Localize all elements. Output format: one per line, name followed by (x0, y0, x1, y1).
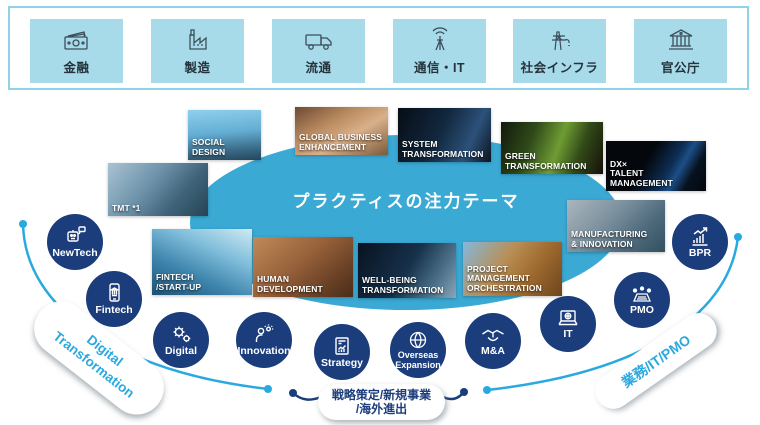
meeting-icon (629, 284, 655, 304)
antenna-icon (423, 26, 457, 55)
circle-label: NewTech (52, 246, 98, 259)
tile-social-design: SOCIAL DESIGN (188, 110, 261, 160)
tile-human-development: HUMAN DEVELOPMENT (253, 237, 353, 297)
tile-label: GREEN TRANSFORMATION (505, 151, 587, 171)
factory-icon (181, 27, 215, 55)
tile-label: GLOBAL BUSINESS ENHANCEMENT (299, 132, 383, 152)
left-arc-end-dot (264, 385, 272, 393)
tile-manufacturing-innovation: MANUFACTURING & INNOVATION (567, 200, 665, 252)
robot-icon (63, 225, 87, 247)
circle-pmo: PMO (614, 272, 670, 328)
industry-label: 金融 (63, 60, 90, 75)
tile-label: DX× TALENT MANAGEMENT (610, 158, 673, 188)
tile-tmt: TMT *1 (108, 163, 208, 216)
tile-label: WELL-BEING TRANSFORMATION (362, 275, 444, 295)
industry-bar: 金融 製造 流通 (8, 6, 749, 90)
tile-dx-talent-management: DX× TALENT MANAGEMENT (606, 141, 706, 191)
tile-label: MANUFACTURING & INNOVATION (571, 229, 648, 249)
strategy-new-business-pill: 戦略策定/新規事業 /海外進出 (318, 384, 445, 420)
industry-label: 通信・IT (413, 60, 466, 75)
right-arc-end-dot (734, 233, 742, 241)
circle-bpr: BPR (672, 214, 728, 270)
infrastructure-icon (543, 27, 577, 55)
tile-label: PROJECT MANAGEMENT ORCHESTRATION (467, 263, 542, 293)
industry-tile-social-infrastructure: 社会インフラ (513, 19, 606, 83)
tile-fintech-startup: FINTECH /START-UP (152, 229, 252, 295)
circle-label: PMO (630, 303, 654, 316)
circle-digital: Digital (153, 312, 209, 368)
tile-project-management-orchestration: PROJECT MANAGEMENT ORCHESTRATION (463, 242, 562, 296)
circle-label: Innovation (237, 344, 291, 357)
industry-label: 製造 (184, 60, 211, 75)
right-arc-start-dot (483, 386, 491, 394)
left-connector-dot (289, 389, 297, 397)
industry-label: 官公庁 (660, 60, 700, 75)
right-connector (442, 391, 465, 401)
circle-fintech: Fintech (86, 271, 142, 327)
circle-newtech: NewTech (47, 214, 103, 270)
tile-well-being-transformation: WELL-BEING TRANSFORMATION (358, 243, 456, 298)
industry-tile-distribution: 流通 (272, 19, 365, 83)
idea-person-icon (252, 323, 276, 345)
circle-label: M&A (481, 344, 505, 357)
industry-tile-telecom-it: 通信・IT (393, 19, 486, 83)
government-icon (664, 27, 698, 55)
banknote-icon (60, 27, 94, 55)
tile-label: FINTECH /START-UP (156, 272, 202, 292)
gears-icon (169, 323, 193, 345)
circle-label: Fintech (95, 303, 133, 316)
focus-theme-title: プラクティスの注力テーマ (292, 192, 520, 211)
circle-it: IT (540, 296, 596, 352)
right-connector-dot (460, 388, 468, 396)
tile-label: HUMAN DEVELOPMENT (257, 274, 323, 294)
tile-green-transformation: GREEN TRANSFORMATION (501, 122, 603, 174)
industry-tile-manufacturing: 製造 (151, 19, 244, 83)
circle-label: Digital (164, 344, 198, 357)
smartphone-icon (103, 282, 125, 304)
tile-global-business-enhancement: GLOBAL BUSINESS ENHANCEMENT (295, 107, 388, 155)
industry-label: 流通 (305, 60, 332, 75)
growth-chart-icon (688, 225, 712, 247)
circle-ma: M&A (465, 313, 521, 369)
circle-label: Strategy (320, 356, 363, 369)
circle-strategy: Strategy (314, 324, 370, 380)
industry-tile-finance: 金融 (30, 19, 123, 83)
industry-tile-government: 官公庁 (634, 19, 727, 83)
circle-label: IT (563, 327, 573, 340)
laptop-icon (556, 308, 580, 328)
chart-document-icon (331, 335, 353, 357)
left-arc-start-dot (19, 220, 27, 228)
handshake-icon (480, 325, 506, 345)
tile-label: TMT *1 (112, 202, 141, 213)
truck-icon (302, 27, 336, 55)
tile-system-transformation: SYSTEM TRANSFORMATION (398, 108, 491, 162)
left-connector (292, 392, 322, 401)
tile-label: SOCIAL DESIGN (192, 137, 226, 157)
industry-label: 社会インフラ (520, 60, 599, 75)
tile-label: SYSTEM TRANSFORMATION (402, 139, 484, 159)
globe-icon (407, 330, 429, 350)
circle-label: Overseas Expansion (395, 350, 441, 370)
circle-overseas-expansion: Overseas Expansion (390, 322, 446, 378)
circle-innovation: Innovation (236, 312, 292, 368)
circle-label: BPR (688, 246, 712, 259)
